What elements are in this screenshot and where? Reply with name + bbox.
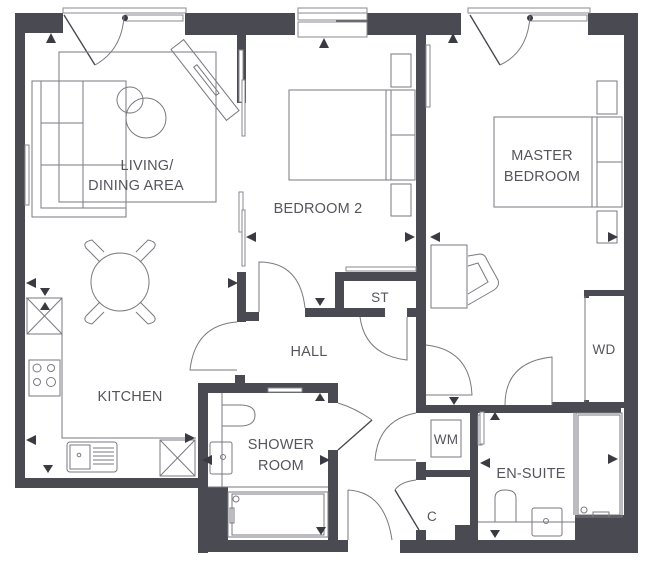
room-label-living-2: DINING AREA — [88, 178, 184, 194]
toilet-icon — [494, 489, 517, 522]
room-label-cupboard: C — [427, 509, 437, 524]
sink-icon — [66, 441, 118, 473]
room-label-bedroom-2: BEDROOM 2 — [274, 201, 363, 217]
desk-chair-icon — [430, 244, 499, 309]
room-label-master: MASTER — [511, 148, 573, 164]
window-icon — [467, 7, 591, 22]
bed-icon — [493, 80, 623, 244]
shower-tray-icon — [575, 412, 623, 518]
room-label-wardrobe: WD — [593, 342, 616, 357]
doors — [63, 14, 553, 541]
appliance — [26, 297, 63, 335]
room-label-ensuite: EN-SUITE — [496, 466, 565, 482]
bed-icon — [288, 53, 416, 217]
shower-tray-icon — [227, 491, 329, 538]
door-swing-icon — [63, 14, 125, 66]
room-label-hall: HALL — [290, 344, 327, 360]
window-icon — [62, 7, 187, 22]
sofa-icon — [31, 80, 127, 218]
room-label-master-2: BEDROOM — [504, 169, 580, 185]
door-swing-icon — [469, 14, 531, 66]
appliance — [159, 439, 196, 477]
toilet-icon — [222, 404, 256, 427]
room-label-store: ST — [371, 290, 389, 305]
windows — [24, 7, 591, 446]
room-label-kitchen: KITCHEN — [97, 389, 162, 405]
sink-icon — [531, 507, 563, 537]
room-label-washer: WM — [434, 432, 458, 447]
room-labels: LIVING/ DINING AREA BEDROOM 2 MASTER BED… — [88, 148, 615, 524]
room-label-living: LIVING/ — [121, 158, 175, 174]
room-label-shower-2: ROOM — [258, 458, 304, 474]
room-label-shower: SHOWER — [248, 437, 314, 453]
sink-icon — [209, 441, 233, 475]
dining-table-icon — [84, 239, 156, 325]
window-icon — [297, 7, 368, 38]
hob-icon — [28, 359, 61, 397]
furniture — [26, 38, 623, 538]
triangle-marker-icon — [26, 33, 618, 538]
